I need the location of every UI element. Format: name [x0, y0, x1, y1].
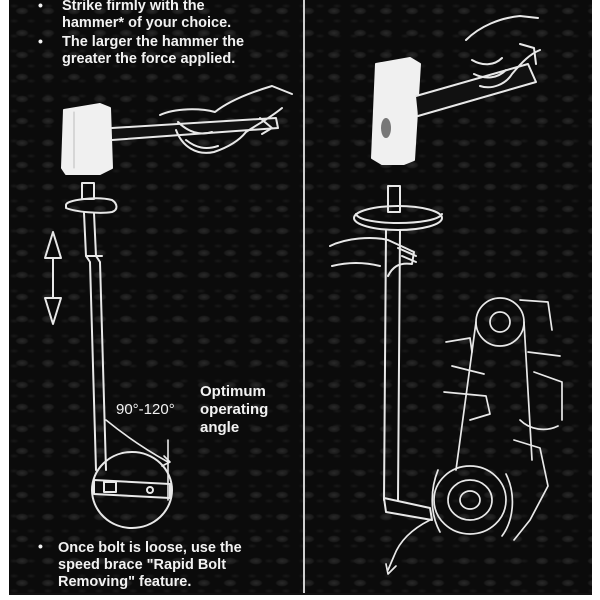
angle-indicator	[105, 419, 171, 501]
loose-line-1: Once bolt is loose, use the	[58, 540, 242, 556]
bottom-border	[9, 593, 592, 595]
optimum-line-2: operating	[200, 401, 269, 418]
socket-disc-illustration	[91, 451, 173, 529]
angle-label: 90°-120°	[116, 401, 175, 418]
larger-line-1: The larger the hammer the	[62, 34, 245, 50]
bullet-icon: •	[38, 33, 43, 49]
hand-right-upper-illustration	[465, 15, 541, 89]
bullet-icon: •	[38, 0, 43, 13]
larger-line-2: greater the force applied.	[62, 51, 236, 67]
strike-line-2: hammer* of your choice.	[62, 15, 232, 31]
speed-brace-right-illustration	[353, 185, 443, 521]
loose-line-3: Removing" feature.	[58, 574, 192, 590]
hand-right-lower-illustration	[329, 237, 417, 277]
engine-illustration	[385, 297, 563, 575]
hammer-left-illustration	[61, 103, 279, 175]
strike-line-1: Strike firmly with the	[62, 0, 205, 14]
double-arrow-icon	[44, 231, 62, 325]
hand-left-illustration	[159, 85, 293, 154]
optimum-line-1: Optimum	[200, 383, 266, 400]
hammer-right-illustration	[371, 57, 537, 165]
speed-brace-left-illustration	[65, 182, 118, 471]
panel-divider	[303, 0, 305, 593]
instruction-panel	[9, 0, 592, 593]
bullet-icon: •	[38, 538, 43, 554]
loose-line-2: speed brace "Rapid Bolt	[58, 557, 227, 573]
optimum-line-3: angle	[200, 419, 240, 436]
